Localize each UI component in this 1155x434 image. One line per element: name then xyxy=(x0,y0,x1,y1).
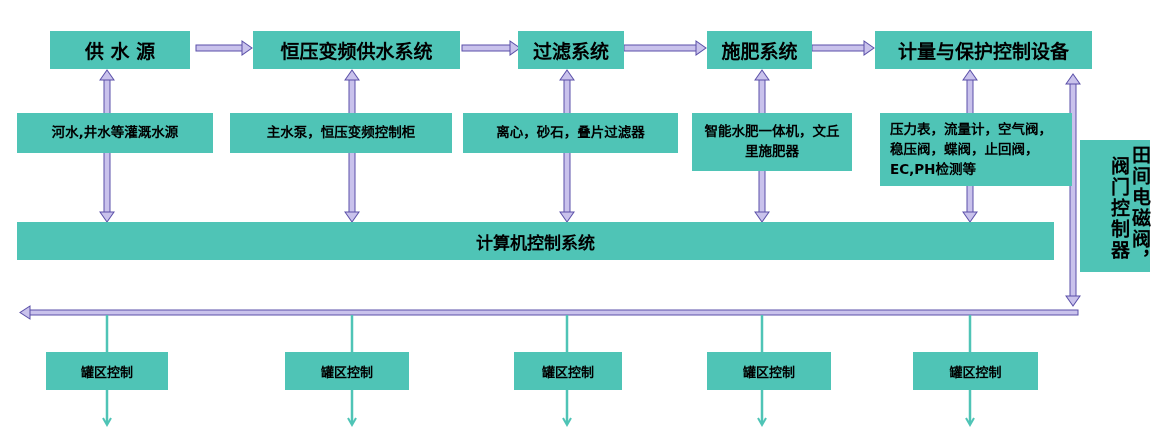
fertilizer-system-box: 施肥系统 xyxy=(707,31,812,69)
field-valve-box: 田间电磁阀，阀门控制器 xyxy=(1080,140,1151,272)
pump-system-box: 恒压变频供水系统 xyxy=(253,31,460,69)
filter-system-desc: 离心，砂石，叠片过滤器 xyxy=(463,113,678,153)
water-source-box: 供 水 源 xyxy=(50,31,190,69)
filter-system-box: 过滤系统 xyxy=(518,31,624,69)
zone-control-5: 罐区控制 xyxy=(913,352,1038,390)
pump-system-desc: 主水泵，恒压变频控制柜 xyxy=(230,113,452,153)
computer-control-bar: 计算机控制系统 xyxy=(17,222,1054,260)
water-source-desc: 河水,井水等灌溉水源 xyxy=(17,113,213,153)
zone-control-2: 罐区控制 xyxy=(285,352,409,390)
metering-protection-box: 计量与保护控制设备 xyxy=(875,31,1092,69)
vertical-links xyxy=(99,69,1081,307)
zone-control-4: 罐区控制 xyxy=(707,352,831,390)
fertilizer-system-desc: 智能水肥一体机，文丘里施肥器 xyxy=(692,113,852,171)
metering-desc: 压力表，流量计，空气阀，稳压阀，蝶阀，止回阀，EC,PH检测等 xyxy=(880,113,1072,186)
zone-control-3: 罐区控制 xyxy=(514,352,622,390)
return-line xyxy=(19,305,1079,320)
zone-control-1: 罐区控制 xyxy=(46,352,168,390)
